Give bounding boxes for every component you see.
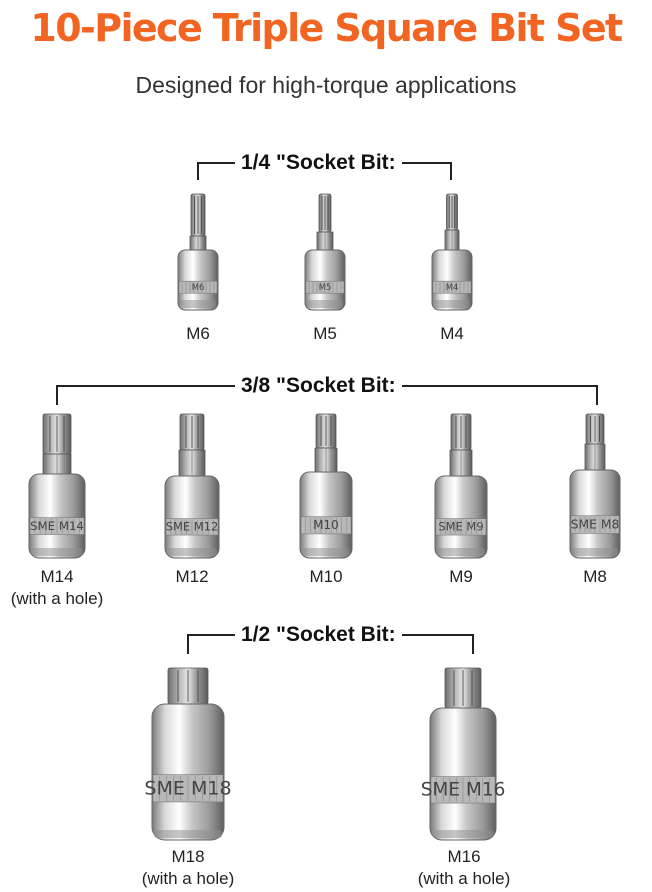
bit-size: M10 — [309, 567, 343, 586]
bit-image-m4: M4 — [431, 193, 473, 311]
svg-text:SME M9: SME M9 — [438, 519, 483, 533]
bit-caption-m10: M10 — [296, 566, 356, 588]
bit-image-m6: M6 — [177, 193, 219, 311]
svg-text:SME M14: SME M14 — [30, 519, 84, 533]
bit-image-m10: M10 — [299, 413, 353, 559]
group-label-quarter-inch: 1/4 "Socket Bit: — [235, 150, 402, 176]
bit-image-m8: SME M8 — [569, 413, 621, 559]
bit-image-m14: SME M14 — [28, 413, 86, 559]
bit-image-m9: SME M9 — [434, 413, 488, 559]
svg-text:M4: M4 — [446, 282, 459, 292]
group-label-half-inch: 1/2 "Socket Bit: — [235, 622, 402, 648]
page-title: 10-Piece Triple Square Bit Set — [30, 6, 623, 50]
svg-text:M6: M6 — [192, 282, 205, 292]
bit-caption-m8: M8 — [565, 566, 625, 588]
bit-image-m5: M5 — [304, 193, 346, 311]
svg-text:SME M8: SME M8 — [571, 517, 620, 531]
bit-size: M5 — [313, 324, 337, 343]
bit-caption-m12: M12 — [162, 566, 222, 588]
bit-caption-m6: M6 — [168, 323, 228, 345]
bit-image-m12: SME M12 — [164, 413, 220, 559]
bit-size: M4 — [440, 324, 464, 343]
bit-caption-m16: M16 (with a hole) — [404, 846, 524, 890]
svg-text:M5: M5 — [319, 282, 332, 292]
bit-note: (with a hole) — [141, 869, 235, 888]
svg-text:SME M12: SME M12 — [166, 519, 219, 533]
bit-caption-m18: M18 (with a hole) — [128, 846, 248, 890]
bit-caption-m5: M5 — [295, 323, 355, 345]
bit-size: M18 — [171, 847, 205, 866]
bit-size: M8 — [583, 567, 607, 586]
bit-caption-m4: M4 — [422, 323, 482, 345]
bit-size: M12 — [175, 567, 209, 586]
svg-text:SME M16: SME M16 — [421, 780, 506, 801]
group-label-three-eighths-inch: 3/8 "Socket Bit: — [235, 373, 402, 399]
bit-caption-m14: M14 (with a hole) — [2, 566, 112, 610]
svg-text:M10: M10 — [313, 518, 339, 532]
bit-size: M16 — [447, 847, 481, 866]
bit-image-m16: SME M16 — [421, 667, 505, 841]
svg-text:SME M18: SME M18 — [144, 777, 231, 799]
bit-note: (with a hole) — [10, 589, 104, 608]
page-subtitle: Designed for high-torque applications — [135, 72, 517, 98]
bit-size: M14 — [40, 567, 74, 586]
bit-caption-m9: M9 — [431, 566, 491, 588]
bit-image-m18: SME M18 — [144, 667, 232, 841]
bit-size: M9 — [449, 567, 473, 586]
bit-size: M6 — [186, 324, 210, 343]
bit-note: (with a hole) — [417, 869, 511, 888]
